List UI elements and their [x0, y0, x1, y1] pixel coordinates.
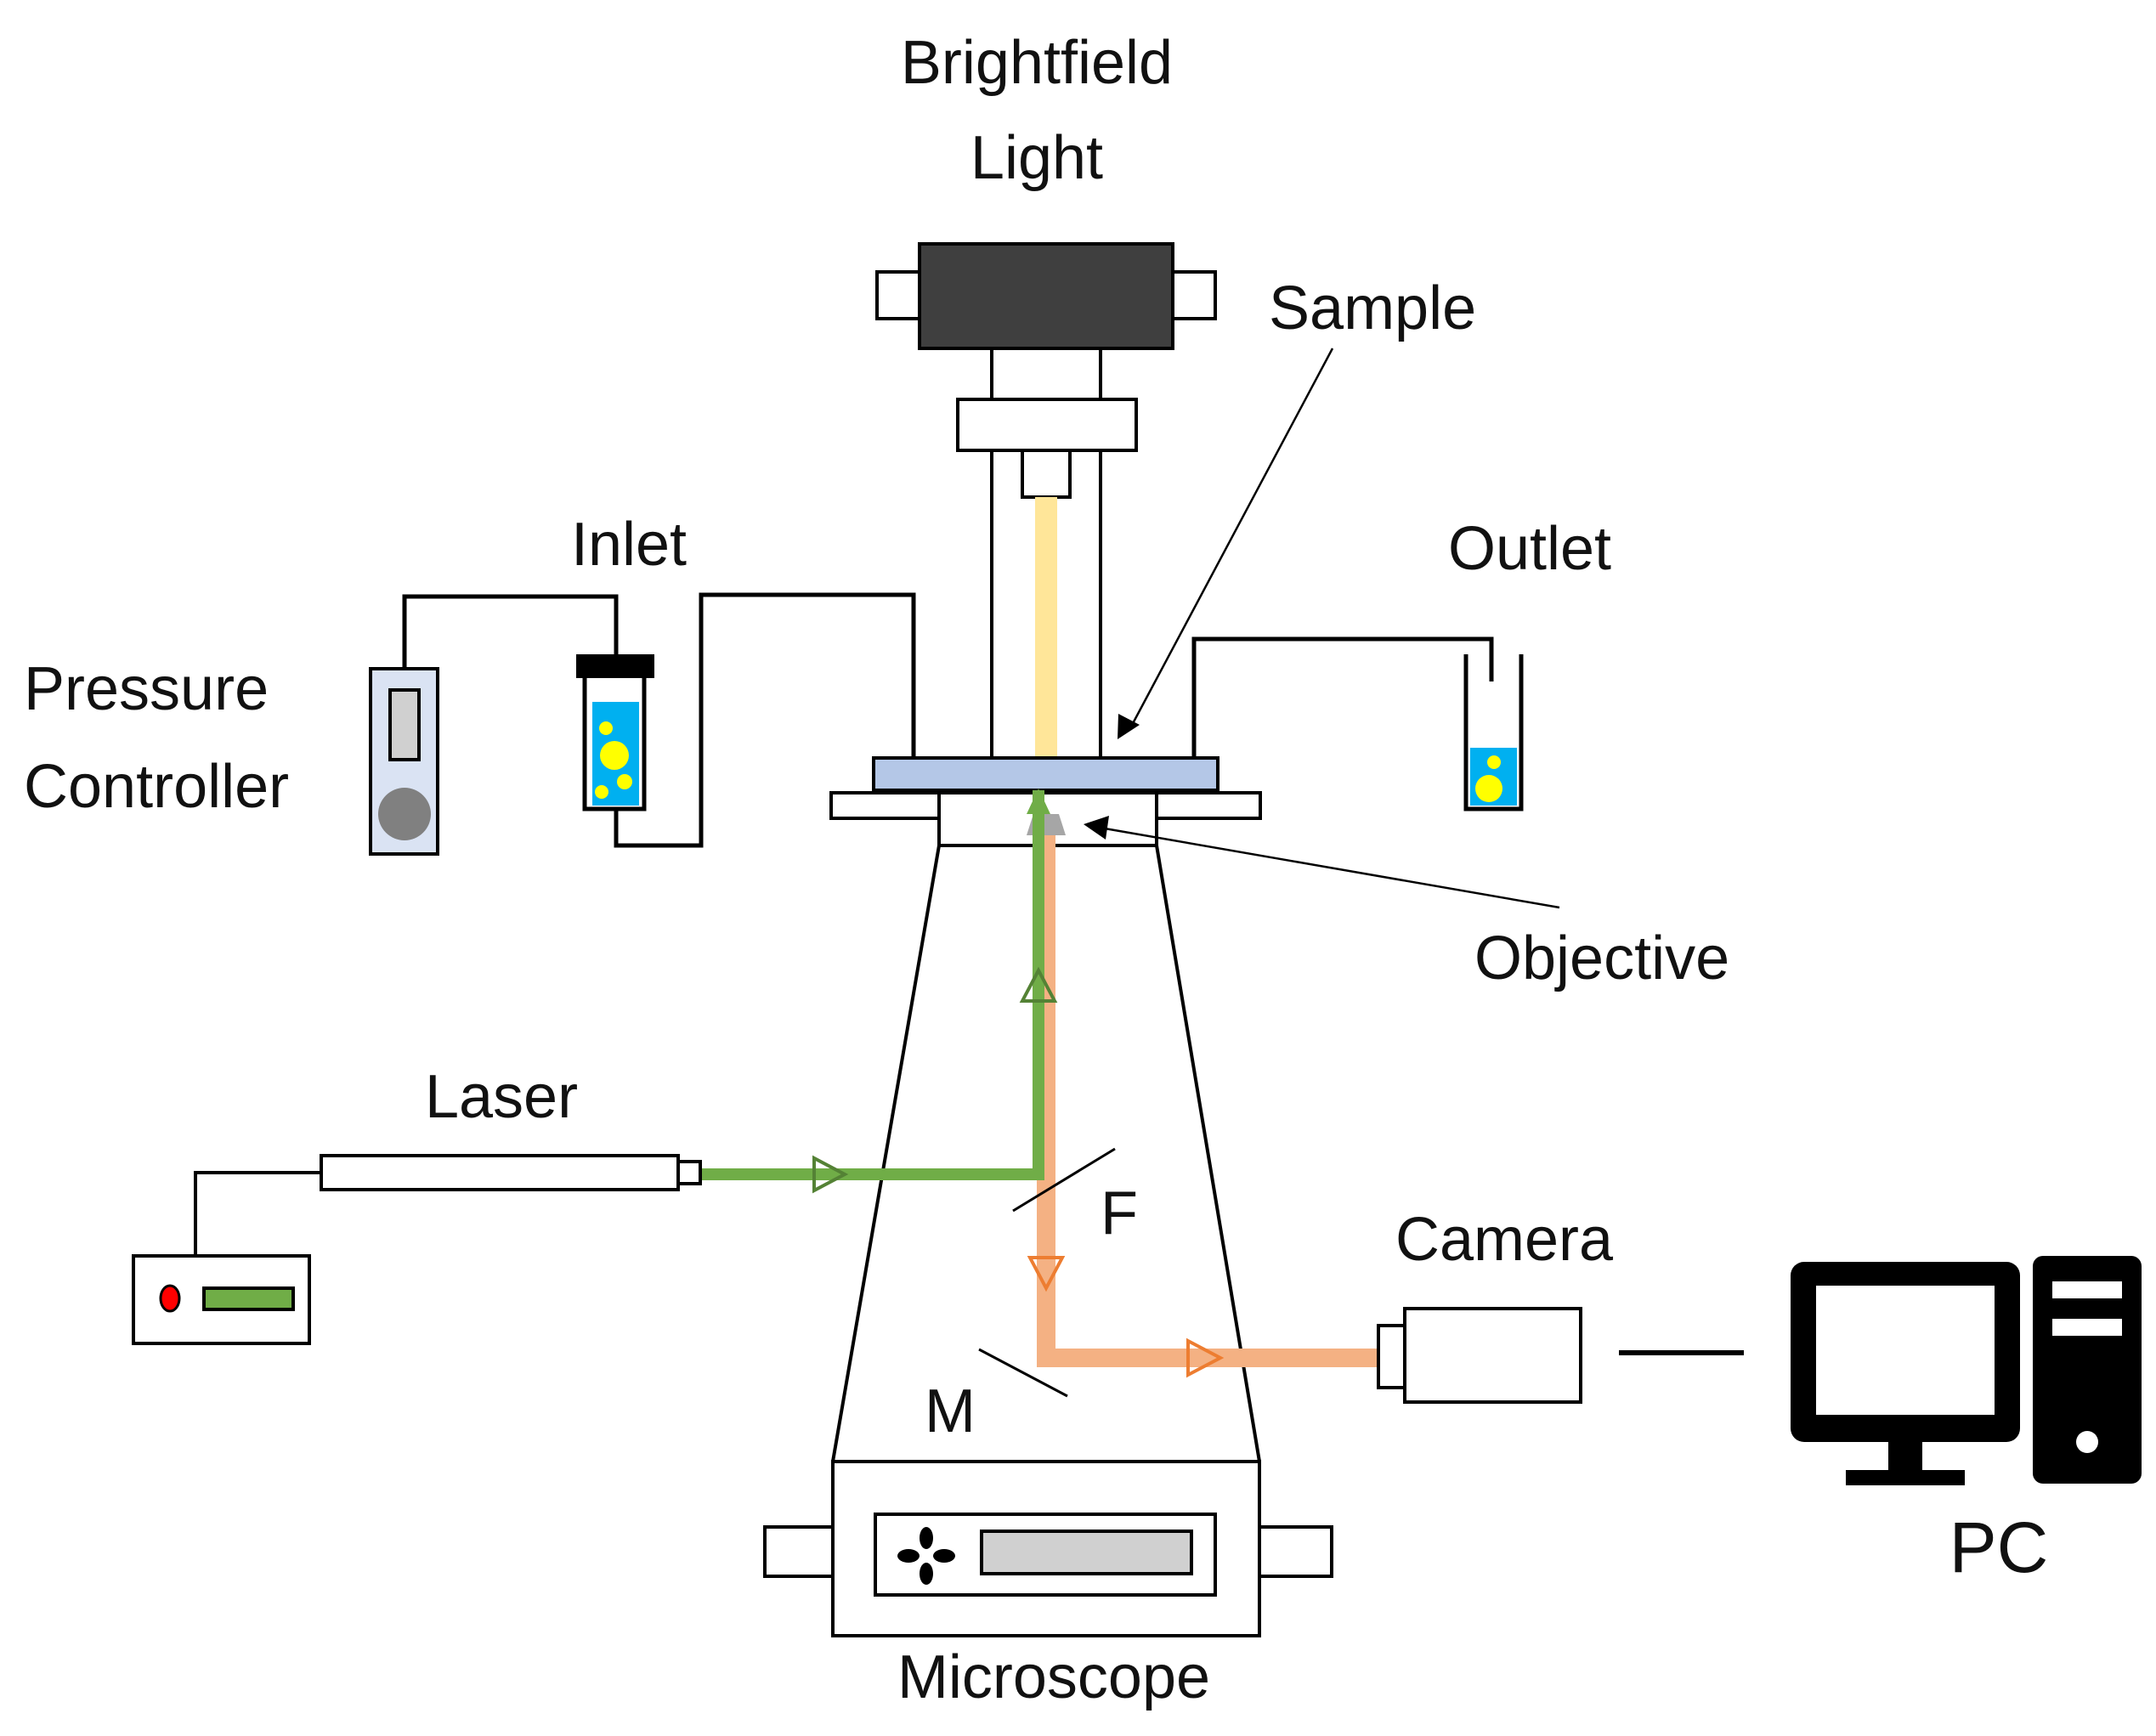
filter-dichroic: [1012, 1147, 1116, 1213]
laser-system: [132, 1154, 702, 1345]
pressure-label-line1: Pressure: [24, 655, 269, 723]
pc-neck: [1888, 1442, 1922, 1472]
body-left-edge: [831, 845, 941, 1462]
emission-down-arrow: [1027, 1256, 1066, 1292]
outlet-label: Outlet: [1448, 515, 1611, 583]
objective-pointer: [1104, 827, 1560, 909]
sample-pointer: [1129, 348, 1334, 729]
inlet-tubing: [614, 592, 916, 848]
camera-system: [1377, 1307, 1744, 1404]
pressure-label-line2: Controller: [24, 753, 289, 821]
sample-label: Sample: [1269, 274, 1476, 342]
pc-drive-1: [2052, 1281, 2122, 1298]
pc-stand: [1846, 1470, 1965, 1485]
brightfield-label-line1: Brightfield: [901, 29, 1173, 97]
optical-paths: [702, 789, 1378, 1398]
laser-beam: [702, 790, 1044, 1180]
laser-direction-arrow: [812, 1155, 849, 1194]
lamp-right-ear: [1171, 270, 1217, 320]
brightfield-beam: [1035, 497, 1057, 761]
pressure-tubing: [402, 594, 619, 669]
inlet-cap: [576, 654, 654, 678]
fluidics: [369, 592, 1524, 856]
laser-tube: [320, 1154, 680, 1191]
base-display: [980, 1530, 1193, 1575]
labels: Brightfield Light Sample Inlet Outlet Pr…: [24, 29, 2048, 1711]
base-right-ear: [1258, 1525, 1333, 1578]
condenser-tip: [1021, 449, 1072, 499]
pc-drive-2: [2052, 1319, 2122, 1336]
condenser-block: [956, 398, 1138, 452]
pointers: [1084, 348, 1560, 909]
objective-pointer-head: [1084, 816, 1109, 840]
outlet-vial: [1463, 654, 1524, 811]
laser-beam-tip: [1027, 789, 1050, 814]
sample-pointer-head: [1118, 714, 1140, 739]
outlet-particles: [1475, 755, 1502, 802]
pressure-knob: [378, 788, 431, 840]
mirror: [978, 1348, 1068, 1398]
objective-label: Objective: [1474, 925, 1729, 992]
pc-power-button: [2076, 1431, 2098, 1453]
inlet-particles: [595, 721, 632, 799]
outlet-tubing: [1191, 636, 1494, 758]
lamp-left-ear: [875, 270, 921, 320]
pressure-display: [388, 688, 421, 761]
laser-cable: [194, 1171, 321, 1256]
filter-label: F: [1101, 1179, 1138, 1247]
lamp-body: [918, 242, 1174, 350]
body-right-edge: [1155, 845, 1261, 1462]
microscope-stage: [829, 756, 1262, 847]
emission-right-arrow: [1186, 1337, 1225, 1378]
inlet-label: Inlet: [571, 511, 687, 579]
camera-mount: [1377, 1324, 1406, 1389]
pc-label: PC: [1949, 1507, 2049, 1587]
pc-screen: [1816, 1286, 1995, 1415]
brightfield-lamp: [875, 242, 1217, 761]
objective-lens: [1027, 814, 1066, 835]
mirror-label: M: [925, 1377, 976, 1445]
pc-icon: [1791, 1256, 2142, 1485]
base-left-ear: [763, 1525, 835, 1578]
laser-aperture: [676, 1160, 702, 1185]
sample-slide: [872, 756, 1219, 792]
microscope-label: Microscope: [897, 1643, 1210, 1711]
pc-tower: [2033, 1256, 2142, 1484]
camera-body: [1403, 1307, 1582, 1404]
emission-beam: [1037, 835, 1378, 1367]
laser-label: Laser: [425, 1063, 578, 1131]
brightfield-label-line2: Light: [970, 124, 1103, 192]
indicator-led: [159, 1284, 181, 1313]
camera-label: Camera: [1395, 1206, 1614, 1274]
control-pad-icon: [897, 1527, 955, 1585]
laser-up-arrow: [1019, 966, 1058, 1003]
lamp-neck: [990, 347, 1102, 401]
laser-controller-display: [202, 1286, 295, 1311]
